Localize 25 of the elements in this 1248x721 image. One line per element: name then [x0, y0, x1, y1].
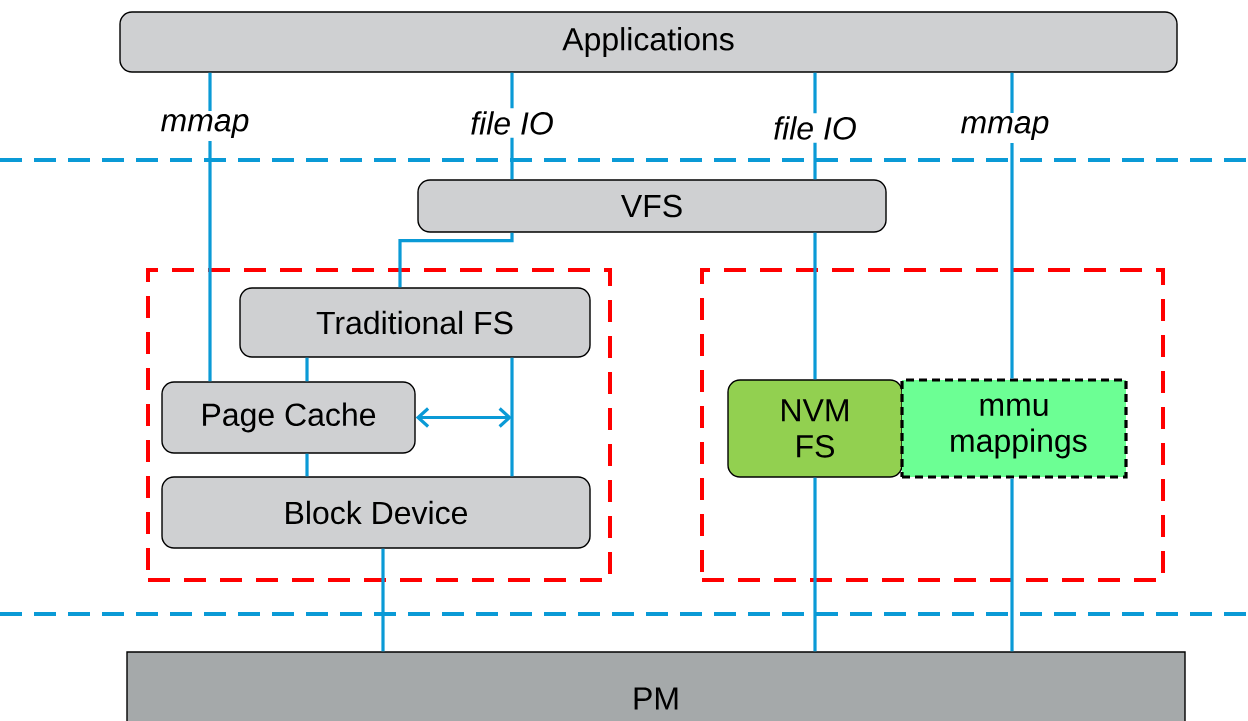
- edge-label: mmap: [957, 113, 1053, 143]
- layer-box: VFS: [417, 179, 887, 233]
- connector-line: [510, 357, 514, 477]
- process-box: Page Cache: [161, 381, 416, 454]
- layer-box: PM: [126, 651, 1186, 721]
- edge-label: file IO: [770, 113, 860, 143]
- connector-line: [813, 477, 817, 652]
- connector-line: [305, 357, 309, 382]
- connector-line: [305, 453, 309, 477]
- edge-label: file IO: [467, 108, 557, 138]
- layer-box: Applications: [119, 11, 1178, 73]
- connector-line: [398, 232, 514, 288]
- connector-line: [415, 407, 512, 428]
- group-box: [700, 268, 1165, 582]
- process-box: NVM FS: [727, 379, 903, 478]
- connector-line: [813, 232, 817, 380]
- connector-line: [381, 548, 385, 652]
- mapping-box: mmu mappings: [900, 378, 1128, 479]
- edge-label: mmap: [157, 111, 253, 141]
- group-box: [146, 268, 612, 582]
- process-box: Traditional FS: [239, 287, 591, 358]
- process-box: Block Device: [161, 476, 591, 549]
- connector-line: [208, 72, 212, 382]
- connector-line: [1010, 478, 1014, 652]
- connector-line: [1010, 72, 1014, 379]
